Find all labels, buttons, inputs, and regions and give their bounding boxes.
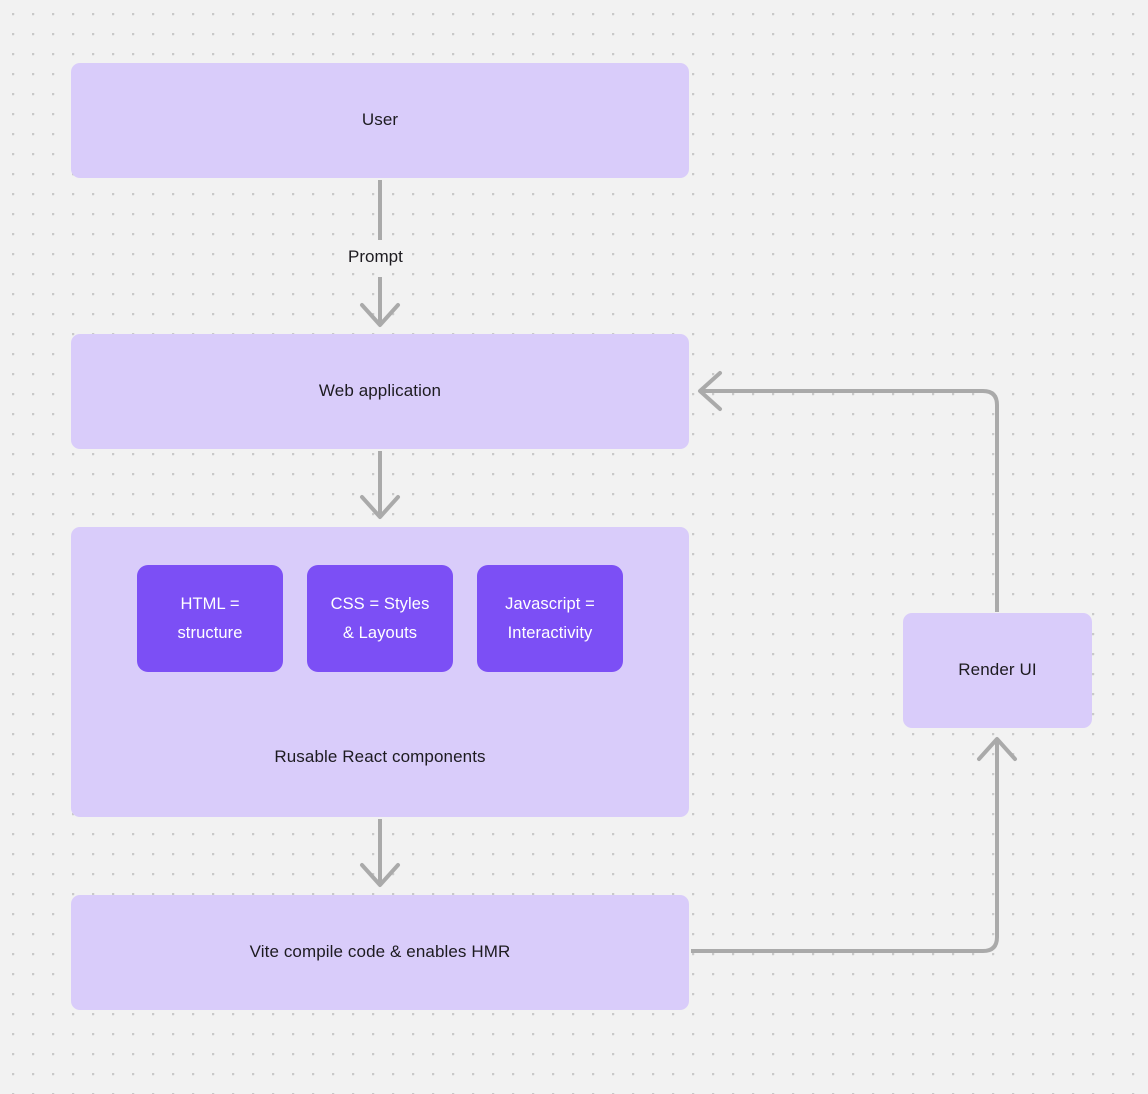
chip-row: HTML = structure CSS = Styles & Layouts …: [71, 565, 689, 672]
node-react-components-group[interactable]: HTML = structure CSS = Styles & Layouts …: [71, 527, 689, 817]
arrowhead-webapp-right: [698, 371, 722, 411]
arrowhead-webapp-top: [360, 303, 400, 327]
node-vite-label: Vite compile code & enables HMR: [249, 942, 511, 962]
chip-css-label: CSS = Styles & Layouts: [330, 594, 430, 642]
node-render-ui[interactable]: Render UI: [903, 613, 1092, 728]
edge-label-prompt: Prompt: [341, 245, 410, 269]
node-web-application[interactable]: Web application: [71, 334, 689, 449]
node-vite[interactable]: Vite compile code & enables HMR: [71, 895, 689, 1010]
edge-render-to-webapp: [702, 389, 999, 612]
node-render-ui-label: Render UI: [958, 660, 1037, 680]
chip-css[interactable]: CSS = Styles & Layouts: [307, 565, 453, 672]
arrowhead-react-top: [360, 495, 400, 519]
chip-html[interactable]: HTML = structure: [137, 565, 283, 672]
arrowhead-vite-top: [360, 863, 400, 887]
chip-html-label: HTML = structure: [177, 594, 243, 642]
chip-javascript-label: Javascript = Interactivity: [505, 594, 595, 642]
chip-javascript[interactable]: Javascript = Interactivity: [477, 565, 623, 672]
node-web-application-label: Web application: [318, 381, 442, 401]
arrowhead-render-bottom: [977, 737, 1017, 761]
node-user[interactable]: User: [71, 63, 689, 178]
react-components-caption: Rusable React components: [274, 747, 486, 766]
edge-vite-to-render: [691, 741, 999, 953]
node-user-label: User: [361, 110, 399, 130]
